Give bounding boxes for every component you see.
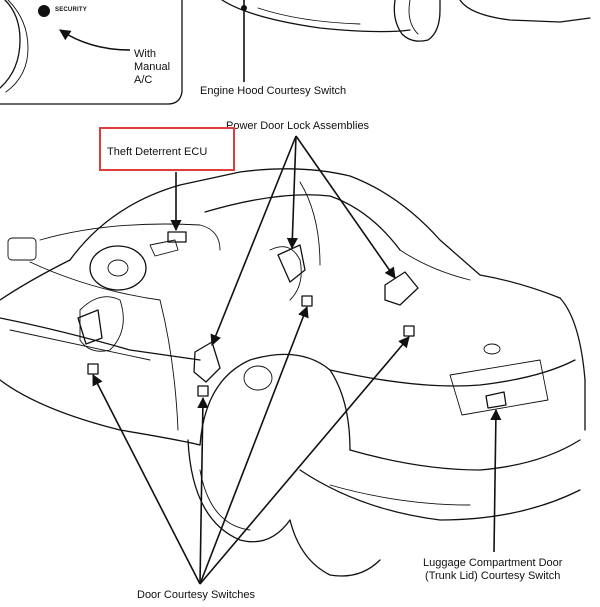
door-lock-front-left-icon [77, 309, 103, 345]
front-car-view [221, 0, 591, 82]
trunk-courtesy-switch-label: Luggage Compartment Door (Trunk Lid) Cou… [423, 557, 562, 583]
security-indicator-icon [38, 5, 50, 17]
manual-ac-line-3: A/C [134, 74, 153, 86]
ecu-unit-icon [167, 231, 187, 243]
ecu-highlight-box [99, 127, 235, 171]
door-switch-rear-left-icon [301, 295, 313, 307]
door-switch-front-right-icon [197, 385, 209, 397]
manual-ac-line-1: With [134, 48, 156, 60]
manual-ac-label: With Manual A/C [134, 48, 170, 87]
manual-ac-line-2: Manual [134, 61, 171, 73]
inset-panel [0, 0, 183, 105]
trunk-label-line-1: Luggage Compartment Door [423, 557, 563, 569]
trunk-switch-icon [485, 391, 507, 409]
door-switch-rear-right-icon [403, 325, 415, 337]
theft-deterrent-ecu-label: Theft Deterrent ECU [107, 146, 208, 158]
door-courtesy-switches-label: Door Courtesy Switches [137, 589, 255, 601]
door-lock-front-right-icon [193, 341, 221, 383]
power-door-lock-label: Power Door Lock Assemblies [226, 120, 370, 132]
door-switch-front-left-icon [87, 363, 99, 375]
door-lock-rear-right-icon [384, 271, 419, 306]
security-label: SECURITY [55, 7, 87, 13]
leader-lines [92, 135, 502, 585]
engine-hood-switch-label: Engine Hood Courtesy Switch [200, 85, 347, 97]
components [77, 231, 507, 409]
trunk-label-line-2: (Trunk Lid) Courtesy Switch [425, 570, 561, 582]
